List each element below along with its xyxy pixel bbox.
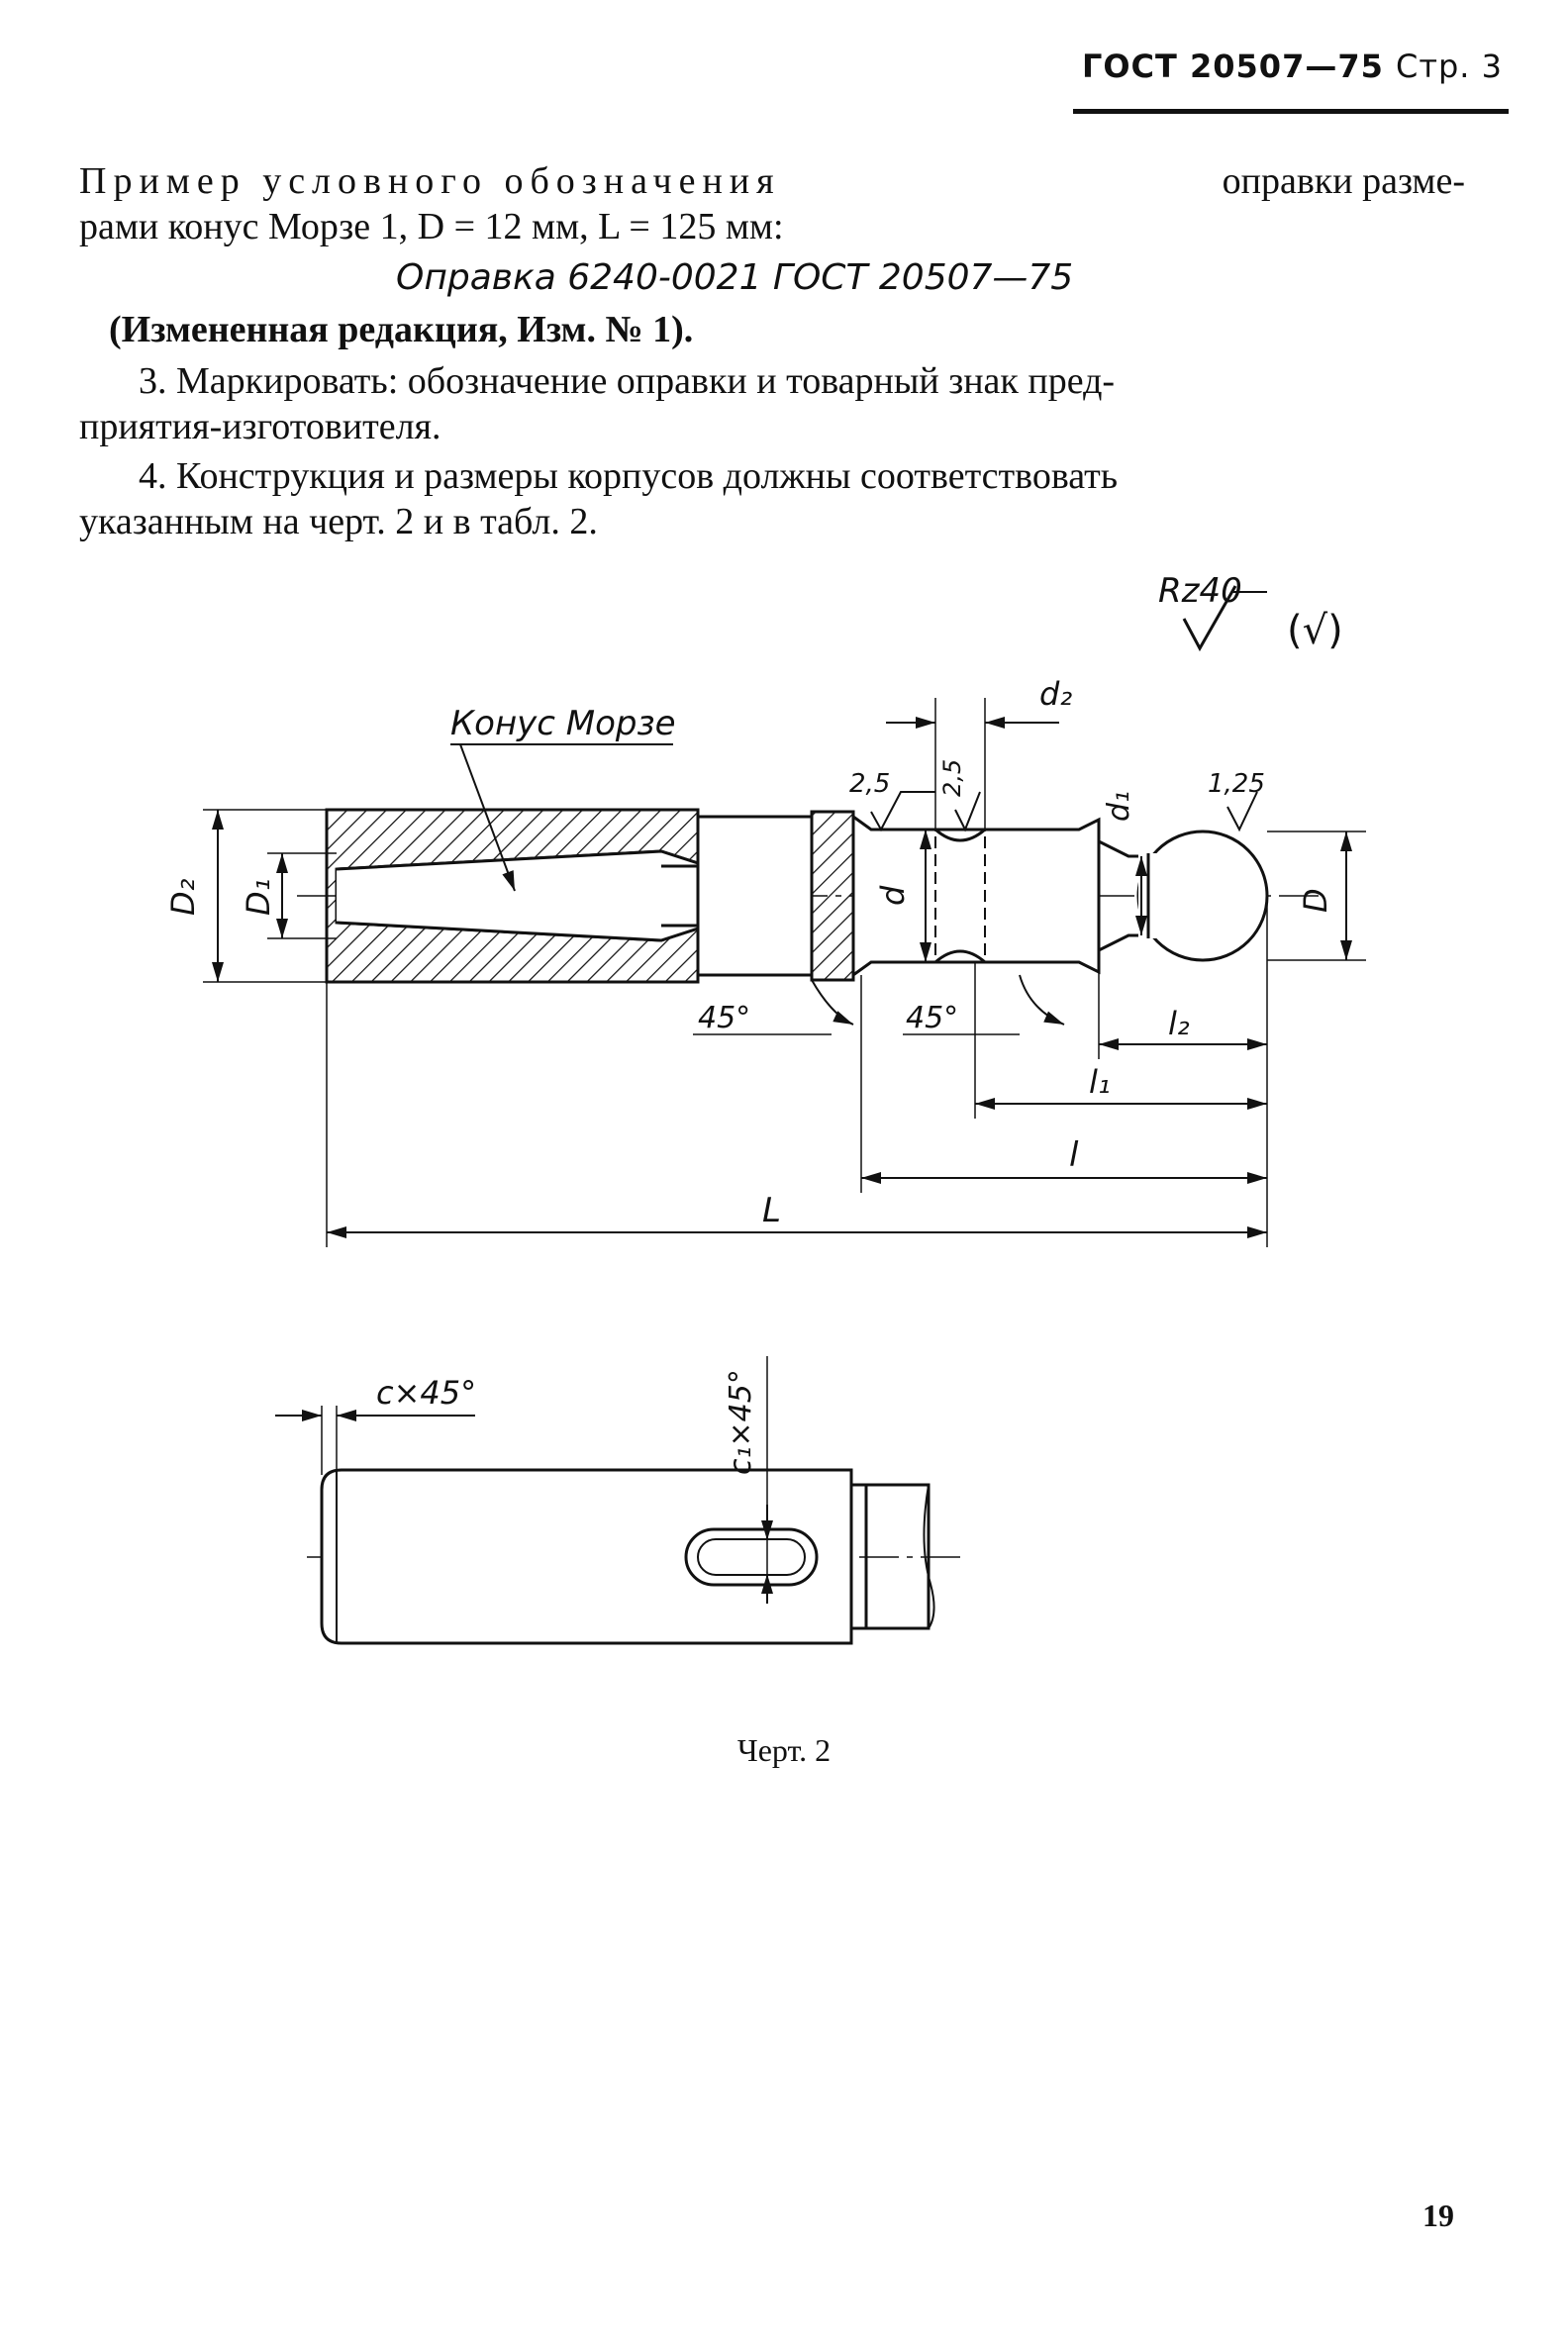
detail-view: c₁×45° c×45° bbox=[275, 1356, 965, 1645]
roughness-other-label: (√) bbox=[1287, 608, 1343, 653]
page-header: ГОСТ 20507—75 Стр. 3 bbox=[1073, 48, 1509, 114]
item-4-line-2: указанным на черт. 2 и в табл. 2. bbox=[79, 501, 598, 542]
dim-L: L bbox=[762, 1191, 781, 1230]
item-4-line-1: 4. Конструкция и размеры корпусов должны… bbox=[139, 455, 1119, 497]
example-line-1b: оправки размe- bbox=[1222, 160, 1465, 202]
dim-l2: l₂ bbox=[1168, 1005, 1190, 1042]
designation: Оправка 6240-0021 ГОСТ 20507—75 bbox=[396, 257, 1074, 298]
rough-mark-2: 2,5 bbox=[938, 759, 966, 797]
rough-mark-3: 1,25 bbox=[1208, 769, 1265, 799]
dim-D1: D₁ bbox=[240, 879, 277, 916]
rough-mark-1: 2,5 bbox=[849, 769, 890, 799]
revision-note: (Измененная редакция, Изм. № 1). bbox=[109, 309, 694, 350]
header-text: ГОСТ 20507—75 Стр. 3 bbox=[1082, 48, 1503, 85]
item-3-line-1: 3. Маркировать: обозначение оправки и то… bbox=[139, 360, 1116, 402]
detail-chamfer1-label: c₁×45° bbox=[724, 1369, 758, 1475]
detail-chamfer-label: c×45° bbox=[376, 1374, 476, 1412]
dim-d: d bbox=[874, 885, 912, 906]
roughness-general-label: Rz40 bbox=[1158, 571, 1242, 611]
dim-d1: d₁ bbox=[1102, 791, 1136, 822]
item-3-line-2: приятия-изготовителя. bbox=[79, 406, 441, 447]
dim-l: l bbox=[1069, 1135, 1079, 1175]
angle-45-a: 45° bbox=[698, 1001, 750, 1035]
example-line-1: Пример условного обозначения оправки раз… bbox=[79, 158, 1465, 204]
dim-D2: D₂ bbox=[164, 878, 202, 916]
figure-caption: Черт. 2 bbox=[736, 1732, 832, 1768]
angle-45-b: 45° bbox=[906, 1001, 958, 1035]
page-number: 19 bbox=[1422, 2198, 1454, 2233]
roughness-symbol: Rz40 (√) bbox=[1158, 571, 1343, 653]
morse-taper-label: Конус Морзе bbox=[450, 704, 676, 743]
dim-D: D bbox=[1297, 888, 1334, 913]
standard-code: ГОСТ 20507—75 bbox=[1081, 48, 1384, 85]
example-line-2: рами конус Морзе 1, D = 12 мм, L = 125 м… bbox=[79, 206, 784, 247]
page-label: Стр. 3 bbox=[1396, 48, 1503, 85]
dim-l1: l₁ bbox=[1089, 1063, 1111, 1101]
example-line-1a: Пример условного обозначения bbox=[79, 160, 781, 202]
dim-d2: d₂ bbox=[1039, 675, 1072, 713]
